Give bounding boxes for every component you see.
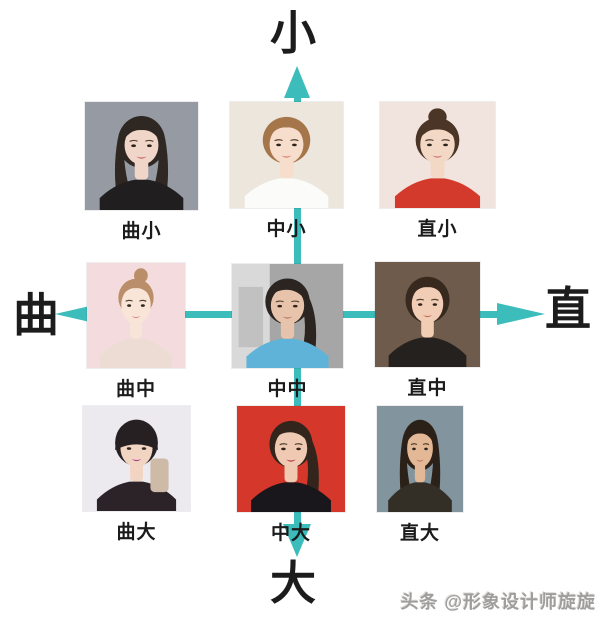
cell-zhi-zhong: 直中 bbox=[375, 262, 480, 400]
watermark: 头条 @形象设计师旋旋 bbox=[400, 592, 596, 612]
axis-label-right: 直 bbox=[545, 283, 591, 335]
arrow-up-icon bbox=[284, 66, 310, 98]
portrait-photo bbox=[377, 406, 463, 512]
portrait-photo bbox=[85, 102, 198, 210]
portrait-photo bbox=[230, 102, 343, 208]
cell-zhong-xiao: 中小 bbox=[230, 102, 343, 241]
axis-label-bottom: 大 bbox=[270, 557, 316, 609]
photo-label: 曲大 bbox=[116, 522, 157, 543]
portrait-photo bbox=[87, 263, 185, 368]
portrait-photo bbox=[232, 264, 343, 368]
photo-label: 曲小 bbox=[121, 221, 162, 242]
cell-zhong-zhong: 中中 bbox=[232, 264, 343, 401]
photo-label: 直小 bbox=[417, 219, 458, 240]
cell-qu-da: 曲大 bbox=[83, 406, 190, 544]
portrait-photo bbox=[380, 102, 495, 208]
cell-qu-zhong: 曲中 bbox=[87, 263, 185, 401]
photo-label: 中大 bbox=[270, 523, 311, 544]
photo-label: 曲中 bbox=[115, 379, 156, 400]
cell-zhi-xiao: 直小 bbox=[380, 102, 495, 241]
photo-label: 中中 bbox=[267, 379, 308, 400]
portrait-photo bbox=[237, 406, 345, 512]
portrait-photo bbox=[375, 262, 480, 367]
photo-label: 中小 bbox=[266, 219, 307, 240]
photo-label: 直大 bbox=[399, 523, 440, 544]
cell-zhong-da: 中大 bbox=[237, 406, 345, 545]
portrait-photo bbox=[83, 406, 190, 511]
cell-qu-xiao: 曲小 bbox=[85, 102, 198, 243]
photo-label: 直中 bbox=[407, 378, 448, 399]
arrow-right-icon bbox=[497, 303, 545, 325]
axis-label-top: 小 bbox=[270, 7, 316, 59]
axis-label-left: 曲 bbox=[13, 289, 59, 341]
cell-zhi-da: 直大 bbox=[377, 406, 463, 545]
arrow-down-icon bbox=[283, 524, 311, 557]
